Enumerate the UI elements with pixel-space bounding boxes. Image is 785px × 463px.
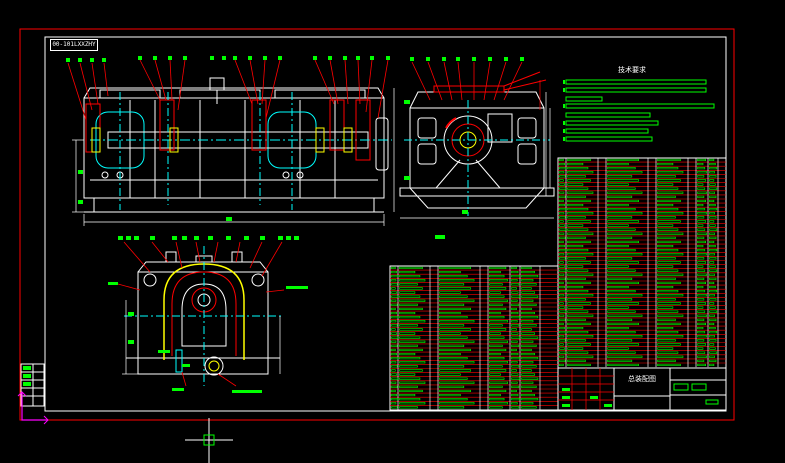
technical-notes (563, 79, 715, 142)
binding-strip (20, 363, 45, 407)
technical-notes-title: 技术要求 (618, 66, 646, 74)
sheet-border (19, 28, 735, 421)
ucs-axis-icon (17, 391, 49, 425)
side-view (399, 57, 555, 239)
parts-list-right (557, 157, 727, 369)
title-block (557, 367, 727, 411)
drawing-code-stamp: 00-101LXXZHY (50, 39, 98, 51)
front-view (66, 56, 395, 226)
parts-list-left (389, 265, 559, 411)
section-view (108, 236, 308, 393)
crosshair-cursor-icon (185, 418, 233, 463)
title-block-name: 总装配图 (628, 375, 656, 383)
